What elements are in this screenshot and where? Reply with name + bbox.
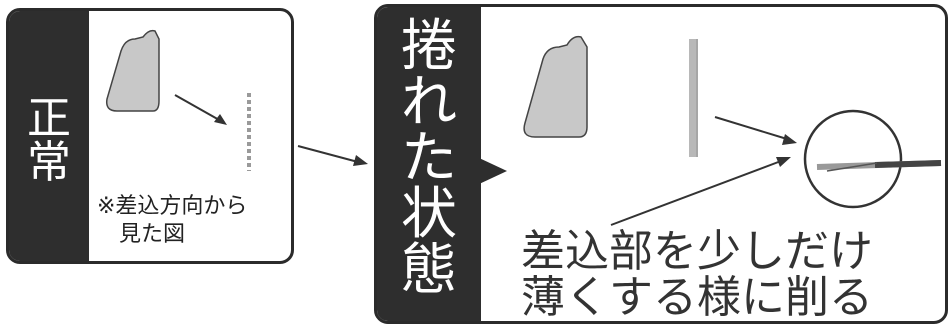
normal-illustration xyxy=(105,29,251,171)
label-curled-char: た xyxy=(401,126,457,191)
curled-illustration xyxy=(477,35,942,226)
caption-curled: 差込部を少しだけ 薄くする様に削る xyxy=(521,226,873,324)
edge-view-curled xyxy=(689,39,696,157)
note-normal: ※差込方向から 見た図 xyxy=(97,194,248,247)
panel-curled: 捲 れ た 状 態 差込部を少しだけ 薄くする様に削る xyxy=(374,4,948,324)
label-band-normal xyxy=(9,11,89,261)
label-curled-char: れ xyxy=(401,70,457,135)
pointer-arrow-caption xyxy=(610,160,782,226)
label-curled: 捲 れ た 状 態 xyxy=(377,19,481,299)
label-normal-char: 常 xyxy=(27,137,71,188)
part-silhouette-normal xyxy=(105,29,160,112)
arrowhead-icon xyxy=(353,155,368,166)
pointer-arrow-curled xyxy=(714,116,788,140)
magnifier-circle xyxy=(803,109,903,209)
arrowhead-icon xyxy=(782,134,797,145)
arrowhead-icon xyxy=(776,157,791,167)
label-curled-char: 態 xyxy=(401,238,457,303)
arrowhead-icon xyxy=(214,114,227,125)
pointer-arrow-normal xyxy=(174,94,222,122)
panel-normal: 正 常 ※差込方向から 見た図 xyxy=(6,8,294,264)
label-band-curled xyxy=(377,7,481,321)
label-normal-char: 正 xyxy=(27,93,71,144)
label-normal: 正 常 xyxy=(9,97,89,185)
band-pointer xyxy=(477,157,507,185)
part-silhouette-curled xyxy=(523,35,588,138)
label-curled-char: 状 xyxy=(401,182,457,247)
label-curled-char: 捲 xyxy=(401,14,457,79)
